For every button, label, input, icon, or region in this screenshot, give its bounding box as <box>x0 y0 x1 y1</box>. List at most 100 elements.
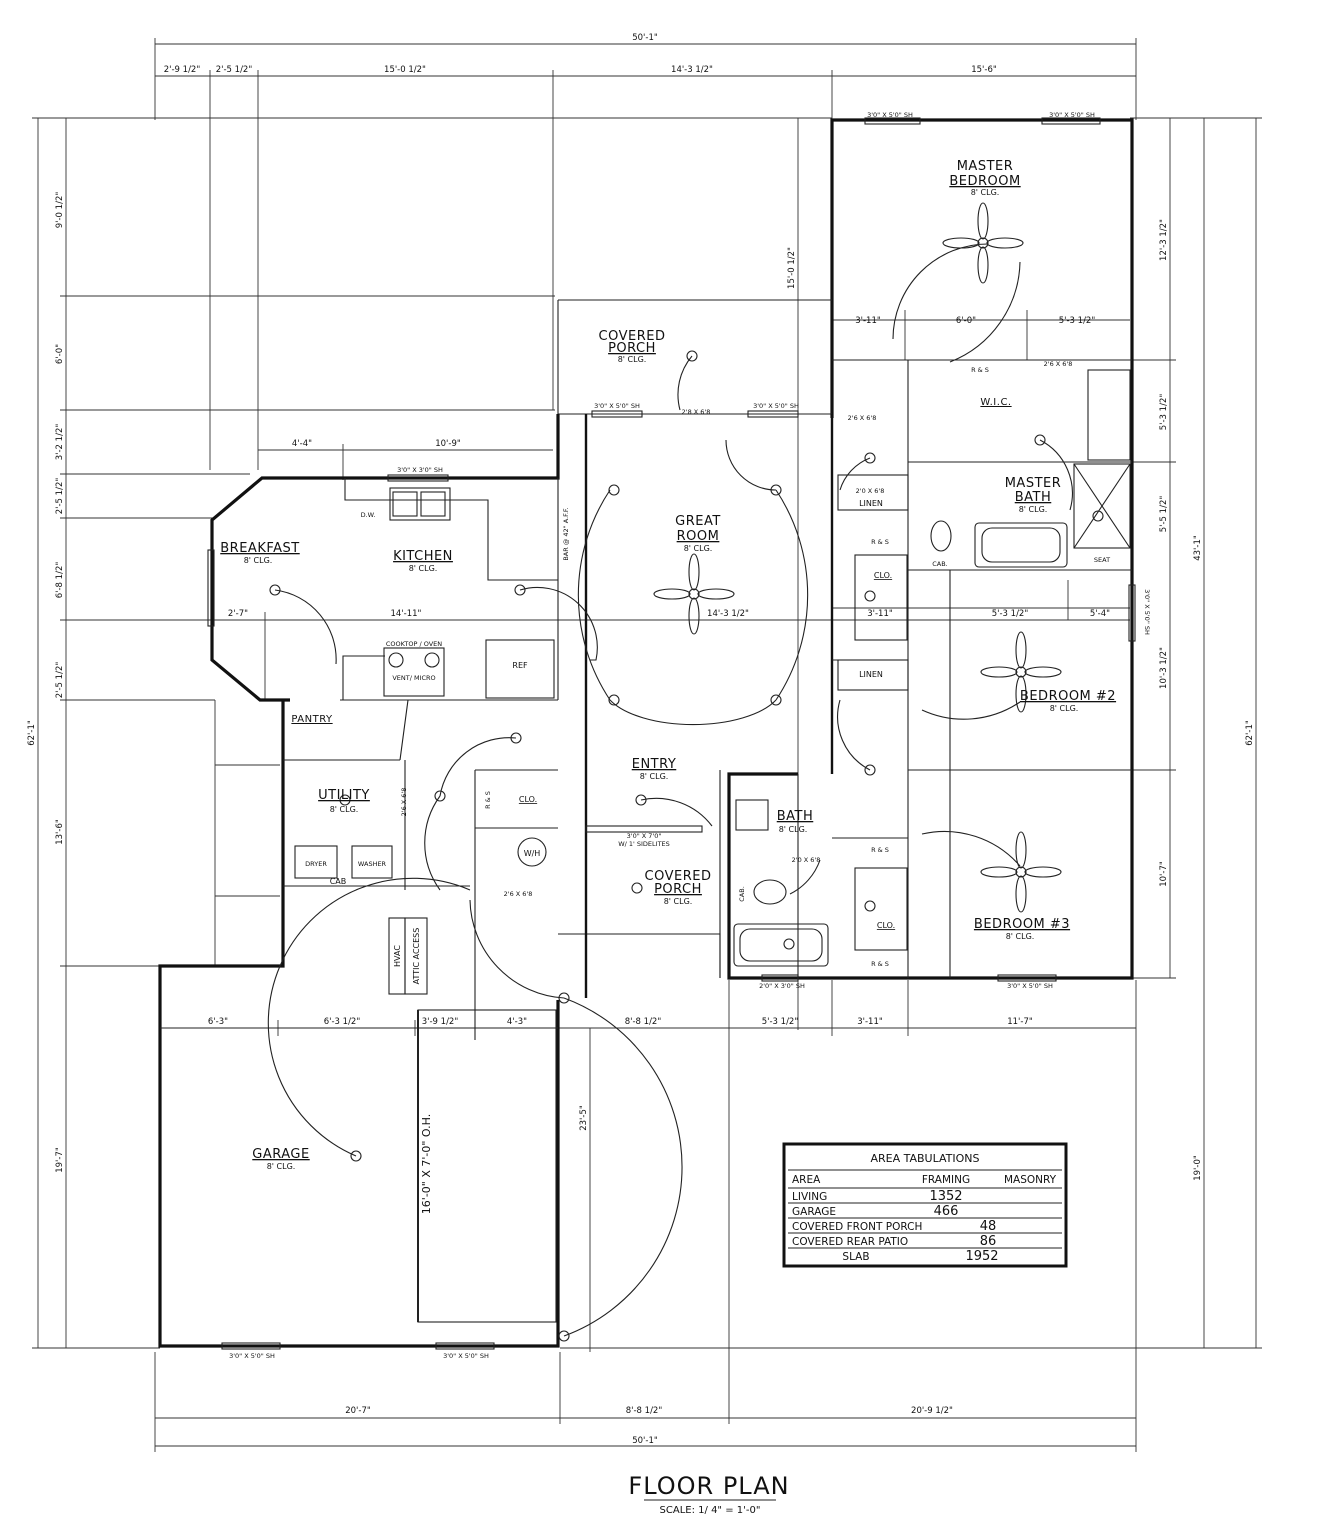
vent-label: VENT/ MICRO <box>392 674 435 682</box>
wic-name: W.I.C. <box>980 397 1011 408</box>
ceiling-fan-icon <box>980 831 1062 913</box>
scale-note: SCALE: 1/ 4" = 1'-0" <box>660 1505 761 1516</box>
dim-left-6: 2'-5 1/2" <box>55 662 65 699</box>
bedroom2-ceiling: 8' CLG. <box>1050 704 1079 713</box>
door-linen: 2'0 X 6'8 <box>856 487 885 495</box>
ceiling-fan-icon <box>980 631 1062 713</box>
dim-top-4: 14'-3 1/2" <box>671 65 713 75</box>
dim-left-8: 19'-7" <box>55 1147 65 1173</box>
utility-name: UTILITY <box>318 788 370 803</box>
garage-ceiling: 8' CLG. <box>267 1162 296 1171</box>
linen-label-2: LINEN <box>859 670 883 679</box>
rear-porch-name-1: COVERED <box>599 329 666 344</box>
dim-top-2: 2'-5 1/2" <box>216 65 253 75</box>
dim-g-8-8: 8'-8 1/2" <box>625 1017 662 1027</box>
dim-top-5: 15'-6" <box>971 65 997 75</box>
area-tabulations-table: AREA TABULATIONS AREA FRAMING MASONRY LI… <box>782 1142 1068 1268</box>
dim-int-5-3: 5'-3 1/2" <box>1059 316 1096 326</box>
floor-plan-title: FLOOR PLAN <box>628 1472 789 1500</box>
exterior-walls <box>158 118 1134 1348</box>
dim-g-3-9: 3'-9 1/2" <box>422 1017 459 1027</box>
dim-g-5-3: 5'-3 1/2" <box>762 1017 799 1027</box>
dim-int-5-4: 5'-4" <box>1090 609 1110 619</box>
dim-right-4: 10'-3 1/2" <box>1159 647 1169 689</box>
area-row-0-area: LIVING <box>792 1191 827 1203</box>
dim-int-3-11a: 3'-11" <box>855 316 881 326</box>
attic-access-label: ATTIC ACCESS <box>412 928 421 985</box>
bedroom3-ceiling: 8' CLG. <box>1006 932 1035 941</box>
rs-label-5: R & S <box>484 791 492 809</box>
hvac-label: HVAC <box>393 945 402 967</box>
area-row-3-masonry: 86 <box>980 1234 997 1249</box>
dim-int-14-11: 14'-11" <box>391 609 422 619</box>
dim-right-mid: 43'-1" <box>1193 535 1203 561</box>
door-mwic: 2'6 X 6'8 <box>848 414 877 422</box>
dim-int-3-11b: 3'-11" <box>867 609 893 619</box>
dim-int-6-0: 6'-0" <box>956 316 976 326</box>
dim-top-3: 15'-0 1/2" <box>384 65 426 75</box>
wh-label: W/H <box>524 849 541 858</box>
kitchen-counters <box>342 478 558 700</box>
dim-int-14-3: 14'-3 1/2" <box>707 609 749 619</box>
dim-right-overall: 62'-1" <box>1245 720 1255 746</box>
win-master-r: 3'0" X 5'0" SH <box>1049 111 1095 119</box>
ref-label: REF <box>512 661 528 670</box>
rs-label-1: R & S <box>971 366 989 374</box>
dim-right-6: 19'-0" <box>1193 1155 1203 1181</box>
door-bath: 2'0 X 6'8 <box>792 856 821 864</box>
dim-left-overall: 62'-1" <box>27 720 37 746</box>
dim-bottom-overall: 50'-1" <box>632 1436 658 1446</box>
seat-label: SEAT <box>1094 556 1110 564</box>
light-fixtures <box>269 350 1104 1342</box>
dim-top-overall: 50'-1" <box>632 33 658 43</box>
dim-left-2: 6'-0" <box>55 344 65 364</box>
area-row-1-area: GARAGE <box>792 1206 836 1218</box>
breakfast-ceiling: 8' CLG. <box>244 556 273 565</box>
dim-int-10-9: 10'-9" <box>435 439 461 449</box>
dim-g-3-11: 3'-11" <box>857 1017 883 1027</box>
dim-right-1: 12'-3 1/2" <box>1159 219 1169 261</box>
area-row-4-area: SLAB <box>842 1251 869 1263</box>
front-porch-ceiling: 8' CLG. <box>664 897 693 906</box>
master-bath-name-1: MASTER <box>1005 476 1062 491</box>
dryer-label: DRYER <box>305 860 327 868</box>
fixture-labels: LINEN LINEN CLO. CLO. CLO. W/H REF CAB C… <box>229 111 1151 1360</box>
cooktop-label: COOKTOP / OVEN <box>386 640 442 648</box>
door-mb: 2'6 X 6'8 <box>1044 360 1073 368</box>
front-porch-name-1: COVERED <box>645 869 712 884</box>
linen-label-1: LINEN <box>859 499 883 508</box>
dim-int-4-4: 4'-4" <box>292 439 312 449</box>
interior-walls <box>160 359 1132 1040</box>
dimension-texts: 50'-1" 2'-9 1/2" 2'-5 1/2" 15'-0 1/2" 14… <box>27 33 1255 1446</box>
entry-ceiling: 8' CLG. <box>640 772 669 781</box>
clo-label-2: CLO. <box>519 795 537 804</box>
dim-right-5: 10'-7" <box>1159 861 1169 887</box>
dim-int-15-0: 15'-0 1/2" <box>787 247 797 289</box>
win-bed3: 3'0" X 5'0" SH <box>1007 982 1053 990</box>
dim-left-5: 6'-8 1/2" <box>55 562 65 599</box>
pantry-name: PANTRY <box>291 714 333 725</box>
door-swings <box>267 243 1073 1337</box>
front-porch-name-2: PORCH <box>654 882 702 897</box>
dim-g-6-3b: 6'-3 1/2" <box>324 1017 361 1027</box>
room-labels: MASTER BEDROOM 8' CLG. COVERED PORCH 8' … <box>220 159 1115 1171</box>
dimension-lines <box>32 38 1262 1452</box>
win-garage-l: 3'0" X 5'0" SH <box>229 1352 275 1360</box>
rs-label-3: R & S <box>871 846 889 854</box>
rs-label-2: R & S <box>871 538 889 546</box>
cab-label-2: CAB. <box>932 560 948 568</box>
area-table-header-area: AREA <box>792 1174 821 1186</box>
win-master-l: 3'0" X 5'0" SH <box>867 111 913 119</box>
dim-left-7: 13'-6" <box>55 819 65 845</box>
clo-label-3: CLO. <box>877 921 895 930</box>
windows <box>207 117 1136 1350</box>
dim-g-6-3: 6'-3" <box>208 1017 228 1027</box>
win-great-r: 3'0" X 5'0" SH <box>753 402 799 410</box>
dim-bottom-1: 20'-7" <box>345 1406 371 1416</box>
door-util: 2'6 X 6'8 <box>400 788 408 817</box>
dim-int-5-3b: 5'-3 1/2" <box>992 609 1029 619</box>
dim-g-11-7: 11'-7" <box>1007 1017 1033 1027</box>
dim-right-3: 5'-5 1/2" <box>1159 496 1169 533</box>
great-room-name-1: GREAT <box>675 514 721 529</box>
